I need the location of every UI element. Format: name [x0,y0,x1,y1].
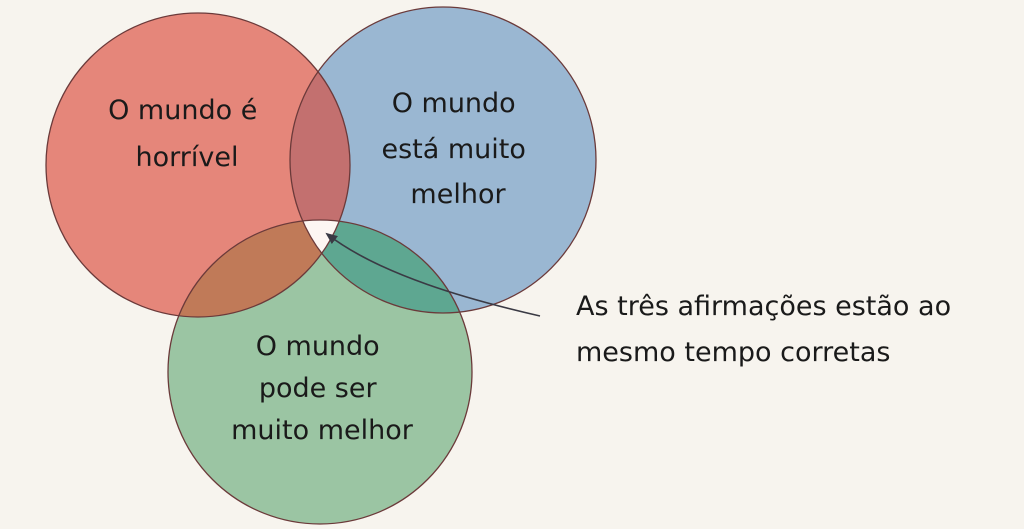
label-can-be-better: O mundo pode ser muito melhor [231,331,414,446]
annotation-text: As três afirmações estão ao mesmo tempo … [576,291,960,368]
circle-horrible-outline [45,12,351,318]
overlap-red-green [168,220,350,317]
circle-can-be-better-outline [167,219,473,525]
label-horrible: O mundo é horrível [108,95,266,173]
circle-much-better-outline [289,6,597,314]
annotation-arrow [325,232,541,317]
overlap-blue-green [290,220,472,313]
label-much-better: O mundo está muito melhor [381,88,534,210]
